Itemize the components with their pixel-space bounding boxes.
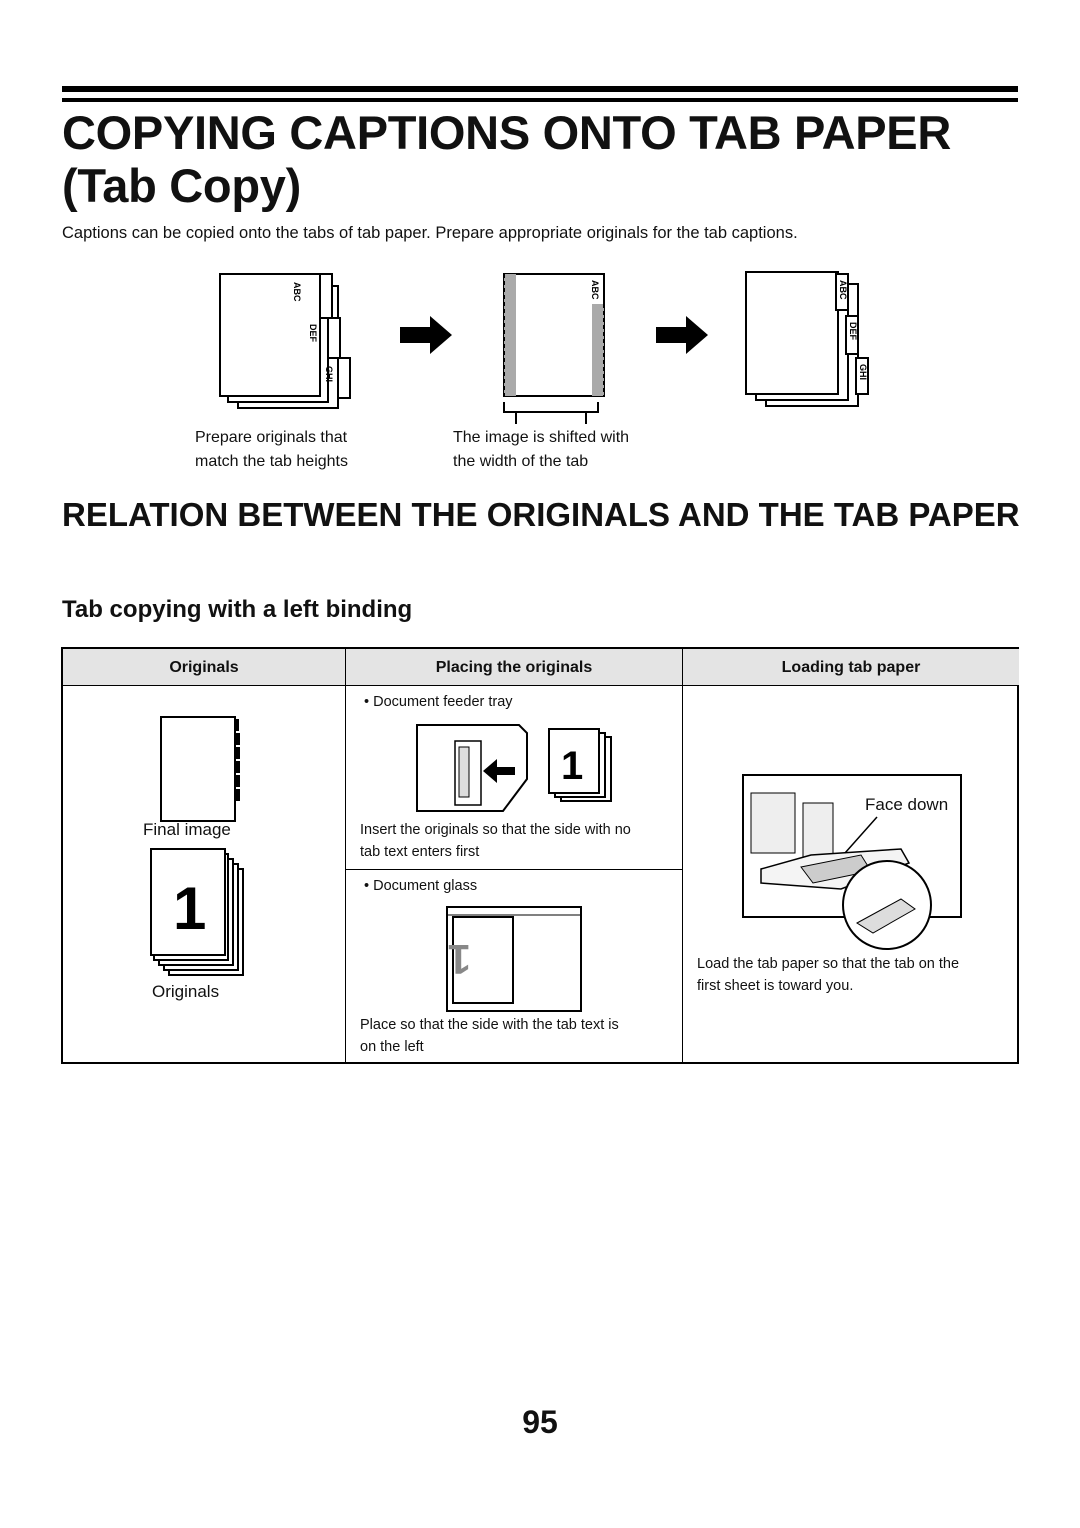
tab-def-result <box>845 315 859 355</box>
caption-left-line-2: match the tab heights <box>195 453 348 470</box>
page-title-line-1: COPYING CAPTIONS ONTO TAB PAPER <box>62 106 952 159</box>
tab-ghi-original <box>337 357 351 399</box>
column-divider <box>682 649 683 1062</box>
tab-label-ghi-1: GHI <box>324 366 334 382</box>
feeder-instruction: Insert the originals so that the side wi… <box>360 819 631 863</box>
loading-instruction: Load the tab paper so that the tab on th… <box>697 953 959 997</box>
bypass-tray-illustration <box>742 774 962 950</box>
tab-label-abc-2: ABC <box>590 280 600 300</box>
feeder-instruction-line-2: tab text enters first <box>360 844 480 860</box>
tab-def-original <box>327 317 341 359</box>
loading-instruction-line-2: first sheet is toward you. <box>697 978 854 994</box>
originals-stack-icon: 1 <box>150 848 244 976</box>
document-glass-illustration: 1 <box>446 906 582 1012</box>
original-sheet-1 <box>219 273 321 397</box>
glass-instruction-line-1: Place so that the side with the tab text… <box>360 1017 619 1033</box>
section-subheading: Tab copying with a left binding <box>62 596 413 623</box>
caption-mid-line-1: The image is shifted with <box>453 429 630 446</box>
header-loading-tab-paper: Loading tab paper <box>683 649 1019 686</box>
figure-caption-middle: The image is shifted with the width of t… <box>453 426 629 474</box>
column-divider <box>345 649 346 1062</box>
page-number: 95 <box>522 1404 558 1440</box>
insert-arrow-icon <box>483 759 515 783</box>
tab-label-ghi-3: GHI <box>858 364 868 380</box>
tab-label-def-1: DEF <box>308 324 318 343</box>
document-feeder-illustration: 1 <box>416 724 612 812</box>
page-title: COPYING CAPTIONS ONTO TAB PAPER (Tab Cop… <box>62 106 1022 212</box>
tab-abc-original <box>319 273 333 319</box>
tab-label-abc-3: ABC <box>838 280 848 300</box>
header-placing-originals: Placing the originals <box>346 649 682 686</box>
feeder-bullet: • Document feeder tray <box>364 694 513 710</box>
intro-text: Captions can be copied onto the tabs of … <box>62 224 798 242</box>
feeder-sheet-number: 1 <box>561 744 583 788</box>
glass-instruction: Place so that the side with the tab text… <box>360 1014 619 1058</box>
row-divider <box>346 869 682 870</box>
face-down-label: Face down <box>865 795 949 814</box>
tab-label-abc-1: ABC <box>292 282 302 302</box>
originals-sheet-number: 1 <box>173 875 206 942</box>
glass-bullet: • Document glass <box>364 878 478 894</box>
shifted-image-sheet <box>503 273 605 397</box>
header-rule-thin <box>62 98 1018 102</box>
shift-band-left <box>504 274 516 396</box>
originals-label: Originals <box>152 982 220 1001</box>
figure-caption-left: Prepare originals that match the tab hei… <box>195 426 348 474</box>
loading-instruction-line-1: Load the tab paper so that the tab on th… <box>697 956 960 972</box>
final-image-label: Final image <box>143 820 231 839</box>
tab-abc-result <box>835 273 849 311</box>
tab-sheet-1 <box>745 271 839 395</box>
section-heading: RELATION BETWEEN THE ORIGINALS AND THE T… <box>62 496 1020 533</box>
tab-label-def-3: DEF <box>848 322 858 341</box>
header-rule-thick <box>62 86 1018 92</box>
tab-copy-table: Originals Placing the originals Loading … <box>61 647 1019 1064</box>
arrow-right-icon <box>400 316 452 354</box>
feeder-instruction-line-1: Insert the originals so that the side wi… <box>360 822 631 838</box>
caption-mid-line-2: the width of the tab <box>453 453 589 470</box>
page-title-line-2: (Tab Copy) <box>62 159 301 212</box>
final-image-sheet-icon <box>160 716 240 822</box>
arrow-right-icon <box>656 316 708 354</box>
magnify-detail-icon <box>842 860 932 950</box>
tab-ghi-result <box>855 357 869 395</box>
tab-copy-process-figure: ABC DEF GHI ABC ABC DEF GHI <box>219 271 869 424</box>
header-originals: Originals <box>63 649 345 686</box>
caption-left-line-1: Prepare originals that <box>195 429 348 446</box>
glass-instruction-line-2: on the left <box>360 1039 424 1055</box>
glass-sheet-number: 1 <box>448 936 471 983</box>
shift-band-right <box>592 304 604 396</box>
